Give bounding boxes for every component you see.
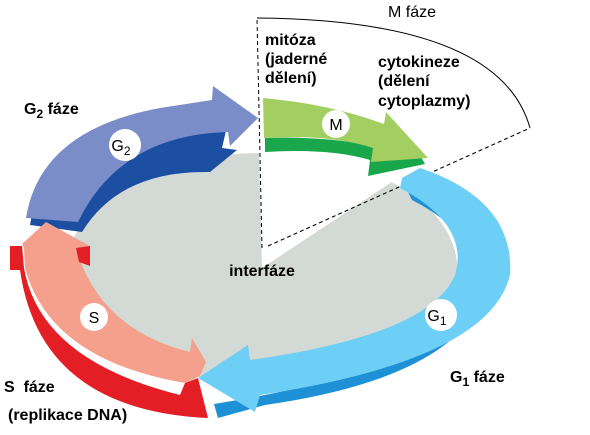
cytokinesis-label-line3: cytoplazmy) [378,93,470,110]
circle-g2: G2 [109,129,141,161]
circle-m: M [322,110,350,138]
circle-m-label: M [329,117,342,134]
g1-phase-arrow [198,168,511,418]
circle-g1-sub: 1 [440,314,447,328]
interphase-label: interfáze [229,263,295,280]
circle-g1: G1 [425,299,457,331]
cytokinesis-label-line2: (dělení [378,73,430,90]
cytokinesis-label-line1: cytokineze [378,54,460,71]
mitosis-label-line3: dělení) [265,70,317,87]
m-phase-arc [256,17,531,129]
svg-text:G1: G1 [427,308,446,328]
m-phase-label: M fáze [388,4,436,21]
s-phase-label-line2: (replikace DNA) [8,407,127,424]
g2-phase-label: G2 fáze [24,101,79,121]
circle-s-label: S [89,310,100,327]
circle-g1-letter: G [427,308,439,325]
mitosis-label-line1: mitóza [265,32,316,49]
circle-s: S [80,303,108,331]
m-phase-dashed-line-right [267,127,531,247]
g1-phase-label: G1 fáze [450,369,505,389]
circle-g2-sub: 2 [124,144,131,158]
svg-text:G2: G2 [111,138,130,158]
s-phase-arrow [10,222,208,418]
g2-phase-arrow [26,86,258,232]
s-phase-label-line1: S fáze [4,379,55,396]
m-phase-dashed-line-left [256,17,263,249]
circle-g2-letter: G [111,138,123,155]
mitosis-label-line2: (jaderné [265,51,327,68]
